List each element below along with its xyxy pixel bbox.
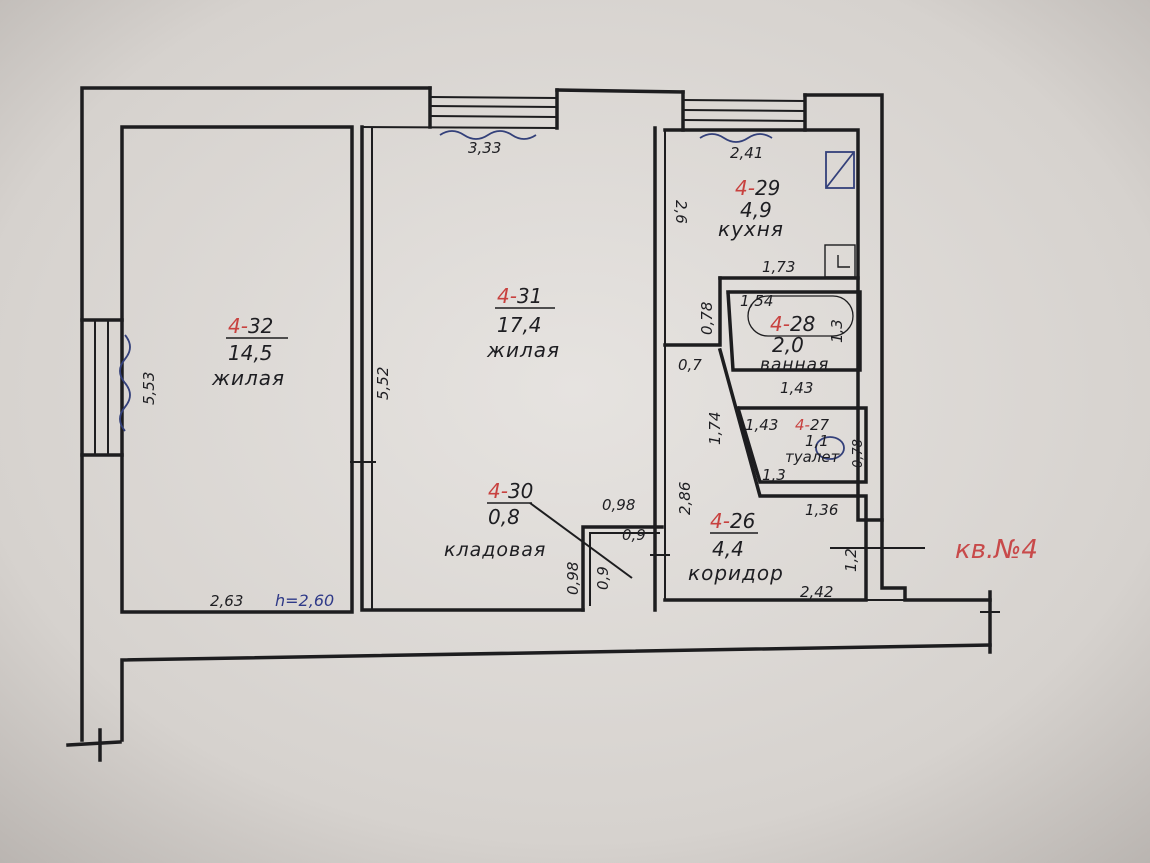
svg-text:0,78: 0,78	[698, 302, 716, 335]
window-top-right	[682, 99, 806, 122]
svg-text:2,42: 2,42	[800, 583, 833, 601]
svg-text:1,43: 1,43	[745, 416, 778, 434]
kitchen-sink-icon	[824, 244, 856, 278]
svg-text:14,5: 14,5	[228, 341, 273, 365]
kitchen-stove-icon	[825, 151, 855, 189]
svg-text:2,86: 2,86	[676, 482, 694, 515]
svg-text:туалет: туалет	[785, 448, 841, 466]
svg-text:h=2,60: h=2,60	[275, 591, 334, 610]
svg-text:2,0: 2,0	[772, 333, 804, 357]
bathtub-icon	[747, 295, 854, 337]
svg-text:2,6: 2,6	[672, 200, 690, 224]
svg-text:1,3: 1,3	[828, 319, 846, 343]
svg-text:1,73: 1,73	[762, 258, 795, 276]
svg-text:0,9: 0,9	[622, 526, 646, 544]
svg-text:0,98: 0,98	[602, 496, 635, 514]
svg-text:1,74: 1,74	[706, 412, 724, 445]
svg-text:1,2: 1,2	[842, 548, 860, 572]
svg-text:4,4: 4,4	[712, 537, 744, 561]
svg-text:5,53: 5,53	[140, 372, 158, 405]
outer-walls	[66, 86, 1000, 762]
svg-text:1,3: 1,3	[762, 466, 786, 484]
room-32: 4-32 14,5 жилая 5,53 2,63 h=2,60	[140, 314, 334, 610]
svg-text:5,52: 5,52	[374, 367, 392, 400]
svg-text:0,9: 0,9	[594, 566, 612, 590]
room-kitchen: 2,41 4-29 4,9 кухня 2,6 1,73	[672, 144, 795, 276]
svg-text:4-26: 4-26	[710, 509, 755, 533]
svg-text:кухня: кухня	[718, 217, 784, 241]
storage-leader-line	[529, 502, 633, 579]
svg-text:1,1: 1,1	[805, 432, 829, 450]
svg-text:кладовая: кладовая	[444, 539, 546, 561]
window-top-left	[361, 96, 558, 129]
svg-text:коридор: коридор	[688, 561, 784, 585]
svg-text:4-32: 4-32	[228, 314, 273, 338]
svg-text:1,36: 1,36	[805, 501, 838, 519]
svg-text:17,4: 17,4	[497, 313, 542, 337]
svg-text:жилая: жилая	[211, 366, 285, 390]
window-left	[80, 318, 124, 457]
svg-text:2,63: 2,63	[210, 592, 243, 610]
apartment-label: кв.№4	[955, 535, 1038, 565]
svg-text:4,9: 4,9	[740, 198, 772, 222]
svg-text:ванная: ванная	[760, 355, 829, 375]
interior-walls	[350, 125, 925, 612]
room-corridor: 1,36 4-26 4,4 коридор 2,42 1,2	[688, 501, 860, 601]
svg-text:4-29: 4-29	[735, 176, 780, 200]
svg-text:0,8: 0,8	[488, 505, 520, 529]
svg-text:0,98: 0,98	[564, 562, 582, 595]
svg-text:1,43: 1,43	[780, 379, 813, 397]
toilet-bowl-icon	[815, 436, 845, 460]
hall-dimensions: 0,78 0,7 1,74 2,86	[676, 302, 724, 515]
svg-text:4-27: 4-27	[795, 416, 830, 434]
svg-text:2,41: 2,41	[730, 144, 763, 162]
room-storage: 4-30 0,8 кладовая 0,98 0,9 0,98 0,9	[444, 479, 646, 595]
svg-text:4-30: 4-30	[488, 479, 533, 503]
svg-text:0,7: 0,7	[678, 356, 702, 374]
svg-text:0,78: 0,78	[851, 439, 866, 468]
room-31: 4-31 17,4 жилая 3,33 5,52	[374, 139, 560, 400]
room-toilet: 1,43 4-27 1,1 туалет 1,3 0,78	[745, 416, 866, 484]
svg-text:1,54: 1,54	[740, 292, 773, 310]
radiator-marks	[119, 130, 773, 432]
svg-text:4-28: 4-28	[770, 312, 815, 336]
svg-text:жилая: жилая	[486, 338, 560, 362]
svg-text:3,33: 3,33	[468, 139, 501, 157]
room-bath: 1,54 4-28 2,0 ванная 1,43 1,3	[740, 292, 846, 397]
svg-text:4-31: 4-31	[497, 284, 542, 308]
